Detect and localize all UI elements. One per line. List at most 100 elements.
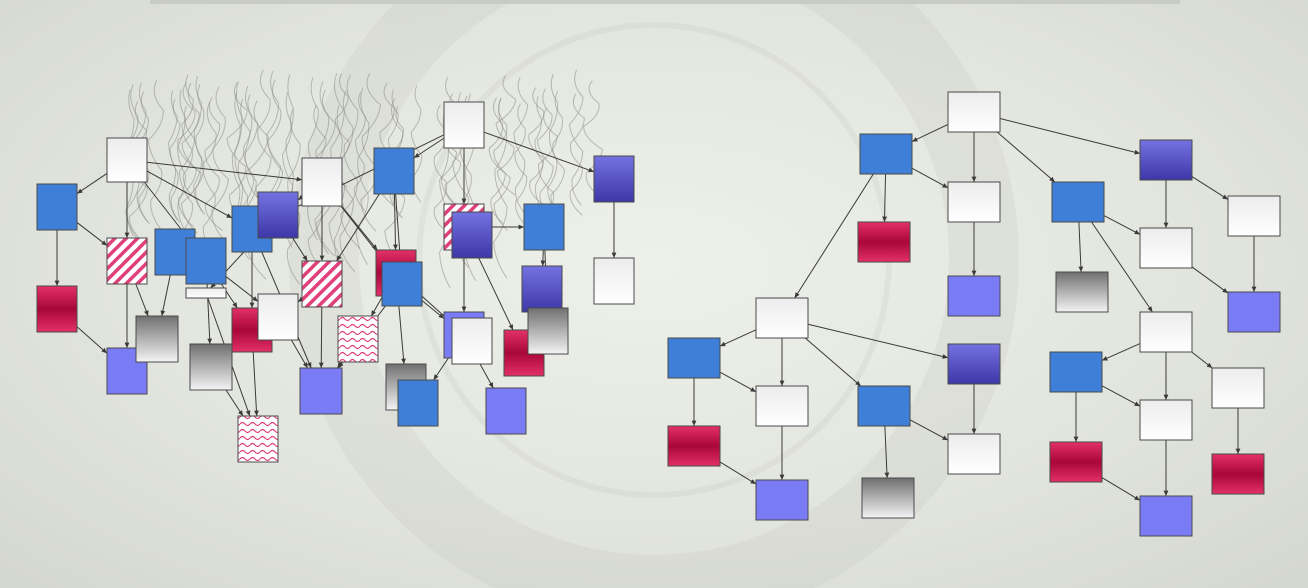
edge-l3-l6	[135, 283, 149, 317]
node-violet-l35	[593, 155, 635, 203]
hair-strand	[255, 69, 272, 217]
hair-strand	[495, 75, 517, 196]
hair-strand	[583, 80, 603, 196]
node-blue-r11	[857, 385, 911, 427]
node-white-r13	[947, 433, 1001, 475]
hair-strand	[226, 81, 248, 224]
edge-l25-l35	[483, 131, 595, 173]
edge-l14-l17	[290, 339, 309, 369]
hair-strand	[547, 74, 560, 217]
node-periwinkle-r10	[755, 479, 809, 521]
edge-r7-r8	[719, 371, 757, 393]
hair-strand	[514, 103, 528, 226]
edge-l1-l11	[146, 170, 233, 219]
edge-l26-l31	[474, 249, 514, 331]
node-white-l15	[301, 157, 343, 207]
edge-l32-l33	[540, 249, 546, 267]
edge-l21-l23	[397, 295, 406, 365]
node-white-r1	[947, 91, 1001, 133]
hair-strand	[181, 74, 196, 200]
node-periwinkle-r20	[1227, 291, 1281, 333]
hair-strand	[180, 82, 202, 234]
node-blue-l2	[36, 183, 78, 231]
node-white-r6	[755, 297, 809, 339]
edge-l4-l5	[76, 326, 108, 354]
edge-l25-l11	[271, 134, 445, 220]
edge-r1-r2	[911, 123, 949, 143]
edge-l15-l12	[297, 194, 304, 201]
edge-r25-r26	[1101, 477, 1141, 501]
edge-l1-l2	[76, 173, 108, 194]
edge-l13-l18	[252, 351, 259, 417]
hair-strand	[488, 97, 507, 225]
node-blue-r2	[859, 133, 913, 175]
edge-r2-r3	[911, 167, 949, 189]
edge-r21-r24	[1191, 351, 1213, 369]
node-white-r8	[755, 385, 809, 427]
hair-strand	[569, 93, 585, 216]
node-white-l25	[443, 101, 485, 149]
edge-l1-l15	[146, 161, 303, 182]
edge-l28-l24	[433, 357, 449, 381]
hair-strand	[360, 72, 382, 232]
edge-l15-l21	[341, 205, 378, 251]
node-blue-l32	[523, 203, 565, 251]
edge-l22-l28	[421, 300, 445, 319]
node-gray-r19	[1055, 271, 1109, 313]
node-gray-l34	[527, 307, 569, 355]
hair-strand	[195, 84, 206, 215]
node-white-l14	[257, 293, 299, 341]
hair-strand	[493, 98, 508, 279]
edge-r6-r7	[719, 329, 757, 347]
node-blue-l24	[397, 379, 439, 427]
edge-l16-l17	[318, 306, 324, 369]
edge-l12-l16	[292, 237, 308, 262]
hair-strand	[211, 86, 230, 242]
node-periwinkle-r5	[947, 275, 1001, 317]
edge-l8-l14	[225, 276, 259, 302]
node-periwinkle-l30	[485, 387, 527, 435]
node-violet-r16	[1139, 139, 1193, 181]
node-violet-l12	[257, 191, 299, 239]
node-crimson-r25	[1049, 441, 1103, 483]
node-wave-l18	[237, 415, 279, 463]
edge-l25-l20	[413, 137, 445, 159]
node-gray-l10	[189, 343, 233, 391]
node-wave-l19	[337, 315, 379, 363]
edge-l10-l18	[225, 389, 244, 417]
hair-strand	[493, 98, 511, 231]
edge-r17-r20	[1191, 266, 1229, 294]
edge-l20-l21	[393, 193, 398, 251]
node-white-r21	[1139, 311, 1193, 353]
node-crimson-l4	[36, 285, 78, 333]
node-gray-l6	[135, 315, 179, 363]
node-periwinkle-l17	[299, 367, 343, 415]
edge-r1-r15	[996, 131, 1056, 183]
edge-l19-l17	[336, 361, 343, 369]
edge-r1-r16	[999, 118, 1141, 155]
edge-l2-l3	[76, 222, 108, 246]
edge-r11-r14	[884, 425, 890, 479]
node-crimson-r9	[667, 425, 721, 467]
hair-strand	[550, 90, 565, 222]
hair-strand	[193, 75, 204, 213]
nodes	[36, 91, 1281, 537]
node-white-r3	[947, 181, 1001, 223]
node-hatched-l3	[106, 237, 148, 285]
node-gray-r14	[861, 477, 915, 519]
node-white-l36	[593, 257, 635, 305]
edge-r2-r6	[794, 173, 874, 299]
node-violet-l33	[521, 265, 563, 313]
node-white-r18	[1227, 195, 1281, 237]
hair-strand	[513, 76, 529, 216]
node-blue-l8	[185, 237, 227, 285]
node-blue-r15	[1051, 181, 1105, 223]
node-hatched-l16	[301, 260, 343, 308]
edge-r15-r21	[1091, 221, 1153, 313]
edge-r15-r17	[1103, 215, 1141, 235]
node-crimson-r4	[857, 221, 911, 263]
hair-strand	[568, 69, 584, 206]
edge-r6-r12	[807, 323, 949, 359]
node-white-l1	[106, 137, 148, 183]
